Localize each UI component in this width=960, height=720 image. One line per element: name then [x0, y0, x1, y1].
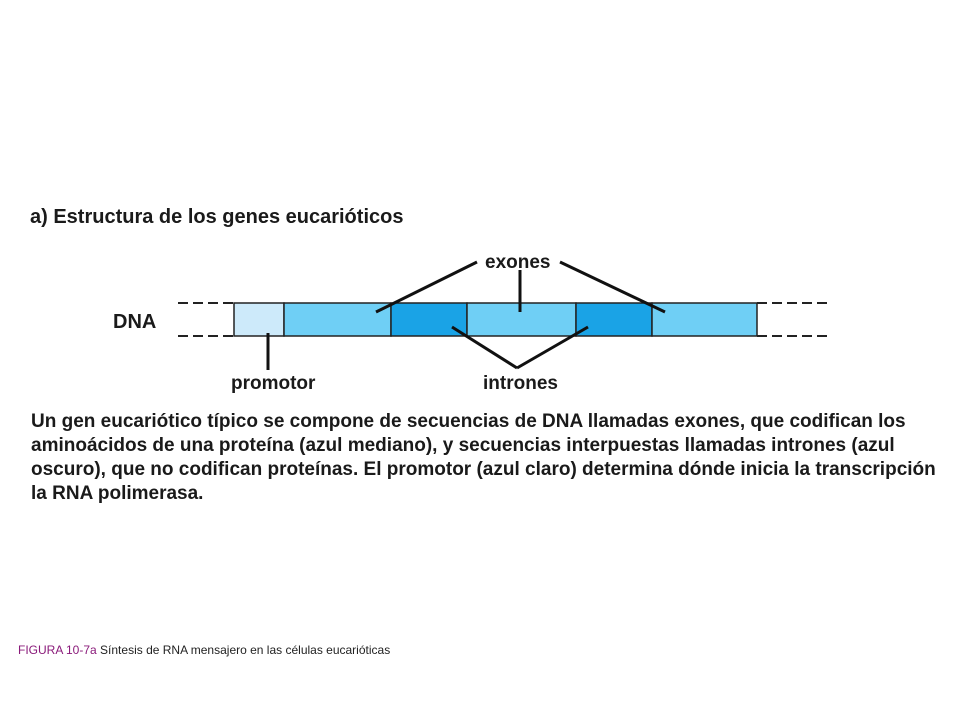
description-text: Un gen eucariótico típico se compone de …: [31, 411, 936, 504]
intron-segment-2: [575, 302, 653, 337]
exones-pointers: [375, 260, 666, 314]
intrones-label: intrones: [483, 373, 558, 394]
intrones-pointers: [451, 325, 589, 370]
intron-segment-1: [390, 302, 468, 337]
promotor-label: promotor: [231, 373, 316, 394]
figure-number: FIGURA 10-7a: [18, 643, 97, 657]
promotor-segment: [233, 302, 285, 337]
dna-label: DNA: [113, 311, 156, 333]
exones-label: exones: [485, 252, 550, 273]
exon-segment-3: [651, 302, 758, 337]
figure-caption: FIGURA 10-7a Síntesis de RNA mensajero e…: [18, 643, 390, 657]
figure-caption-text: Síntesis de RNA mensajero en las células…: [100, 643, 391, 657]
diagram-heading: a) Estructura de los genes eucarióticos: [30, 206, 404, 228]
exon-segment-1: [283, 302, 392, 337]
